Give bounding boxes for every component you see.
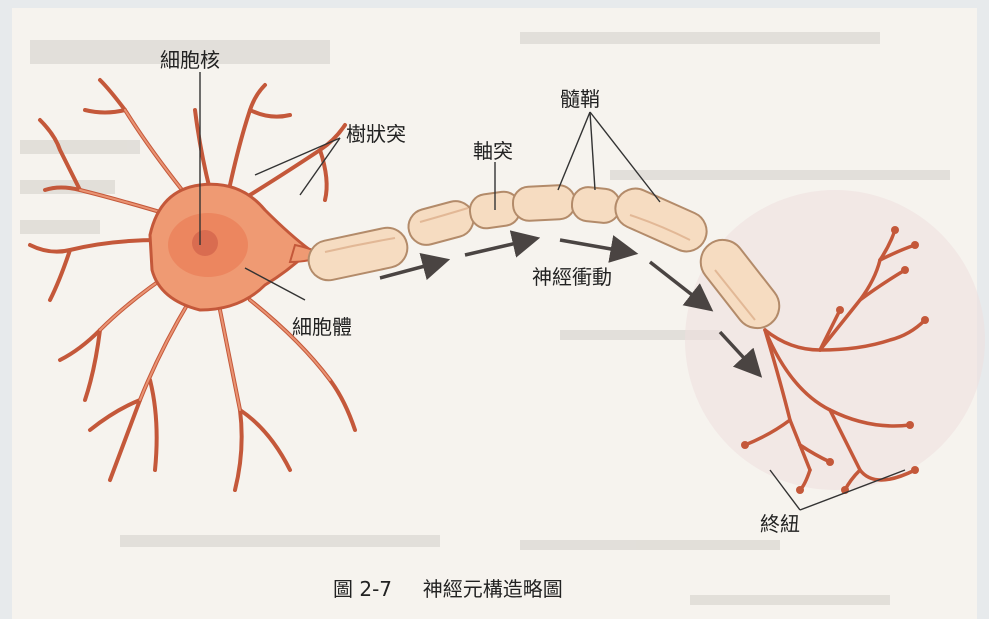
figure-title: 神經元構造略圖 <box>423 577 563 601</box>
figure-number: 圖 2-7 <box>333 577 392 601</box>
myelin-sheath-label: 髓鞘 <box>560 89 600 109</box>
nerve-impulse-label: 神經衝動 <box>532 267 612 287</box>
nucleus <box>192 230 218 256</box>
dendrites-label: 樹狀突 <box>346 124 406 144</box>
terminal-buttons-label: 終紐 <box>760 514 800 534</box>
nucleus-label: 細胞核 <box>160 50 220 70</box>
figure-caption: 圖 2-7 神經元構造略圖 <box>333 579 563 599</box>
axon-label: 軸突 <box>473 141 513 161</box>
cell-body-label: 細胞體 <box>292 317 352 337</box>
terminal-background-halo <box>685 190 985 490</box>
